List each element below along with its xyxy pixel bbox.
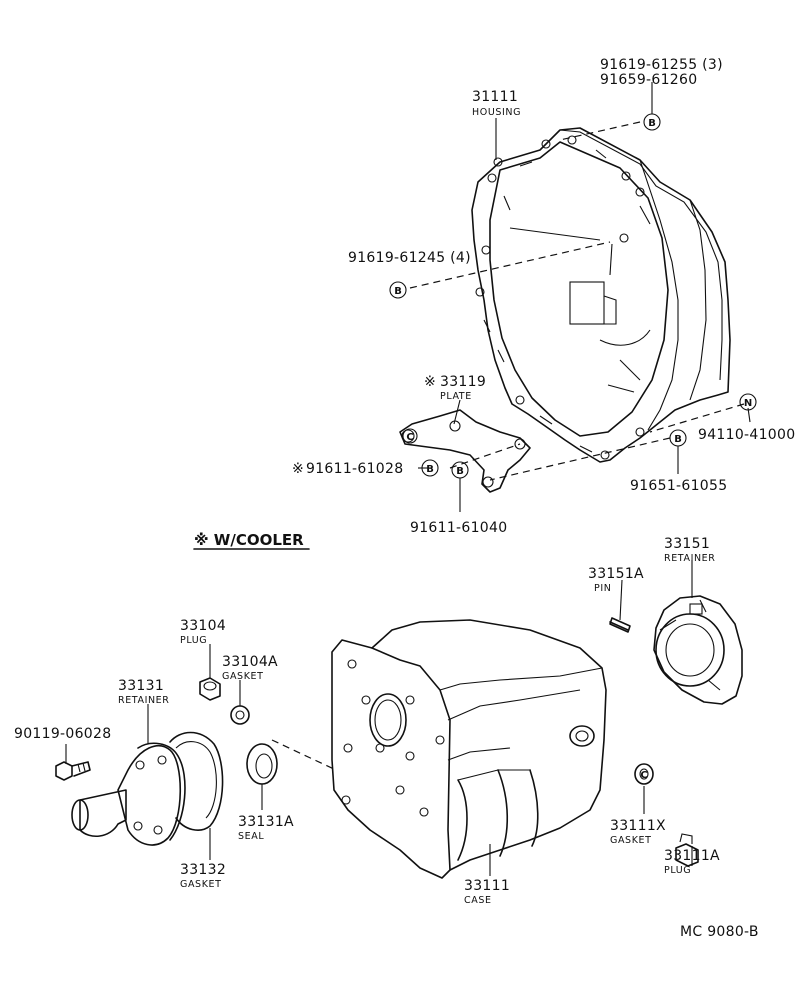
symbol-c-gasket-right: C <box>640 770 647 781</box>
symbol-b-plate-bottom: B <box>451 461 469 479</box>
nut-right-label: 94110-41000 <box>698 427 795 443</box>
gasket-small-number: 33104A <box>222 654 278 670</box>
case-drawing <box>331 619 607 879</box>
pin-drawing <box>609 617 631 633</box>
case-name: CASE <box>464 895 492 906</box>
retainer-right-name: RETAINER <box>664 553 715 564</box>
bolt-left-label: 91619-61245 (4) <box>348 250 471 266</box>
plug-right-name: PLUG <box>664 865 691 876</box>
gasket-left-number: 33132 <box>180 862 226 878</box>
bolt-far-left-drawing <box>55 761 91 781</box>
symbol-n: N <box>739 393 757 411</box>
svg-text:B: B <box>456 466 464 477</box>
seal-number: 33131A <box>238 814 294 830</box>
svg-text:C: C <box>640 770 647 781</box>
bolt-far-left-label: 90119-06028 <box>14 726 111 742</box>
small-gasket-drawing <box>230 705 250 725</box>
retainer-left-number: 33131 <box>118 678 164 694</box>
housing-name: HOUSING <box>472 107 521 118</box>
svg-text:C: C <box>406 432 413 443</box>
retainer-right-drawing <box>653 595 743 705</box>
gasket-left-name: GASKET <box>180 879 222 890</box>
gasket-right-name: GASKET <box>610 835 652 846</box>
plug-right-number: 33111A <box>664 848 720 864</box>
housing-number: 31111 <box>472 89 518 105</box>
plug-top-number: 33104 <box>180 618 226 634</box>
bolts-top-line1: 91619-61255 (3) <box>600 57 723 73</box>
symbol-b-left: B <box>389 281 407 299</box>
seal-drawing <box>246 743 278 785</box>
plug-right-drawing <box>675 833 699 867</box>
plate-number: 33119 <box>440 374 486 390</box>
symbol-b-right: B <box>669 429 687 447</box>
case-number: 33111 <box>464 878 510 894</box>
bolt-plate-bottom-label: 91611-61040 <box>410 520 507 536</box>
plate-mark: ※ <box>424 374 436 390</box>
housing-drawing <box>471 127 731 463</box>
svg-text:B: B <box>648 118 656 129</box>
symbol-c-plate: C <box>402 428 418 444</box>
bolts-top-line2: 91659-61260 <box>600 72 697 88</box>
plate-name: PLATE <box>440 391 472 402</box>
retainer-right-number: 33151 <box>664 536 710 552</box>
plate-drawing <box>399 409 531 493</box>
plug-top-drawing <box>199 677 221 701</box>
gasket-right-number: 33111X <box>610 818 666 834</box>
retainer-left-drawing <box>71 731 224 846</box>
plug-top-name: PLUG <box>180 635 207 646</box>
symbol-b-plate-left: B <box>421 459 439 477</box>
cooler-note: ※ W/COOLER <box>194 531 304 549</box>
svg-text:B: B <box>426 464 434 475</box>
leader-lines <box>65 82 751 876</box>
gasket-right-drawing <box>634 763 654 785</box>
gasket-small-name: GASKET <box>222 671 264 682</box>
retainer-left-name: RETAINER <box>118 695 169 706</box>
seal-name: SEAL <box>238 831 264 842</box>
svg-text:B: B <box>394 286 402 297</box>
svg-text:N: N <box>744 398 752 409</box>
bolt-plate-left-mark: ※ <box>292 461 304 477</box>
svg-text:B: B <box>674 434 682 445</box>
symbol-b-top: B <box>643 113 661 131</box>
diagram-code: MC 9080-B <box>680 924 759 940</box>
pin-name: PIN <box>594 583 611 594</box>
bolt-plate-left-number: 91611-61028 <box>306 461 403 477</box>
pin-number: 33151A <box>588 566 644 582</box>
bolt-right-label: 91651-61055 <box>630 478 727 494</box>
